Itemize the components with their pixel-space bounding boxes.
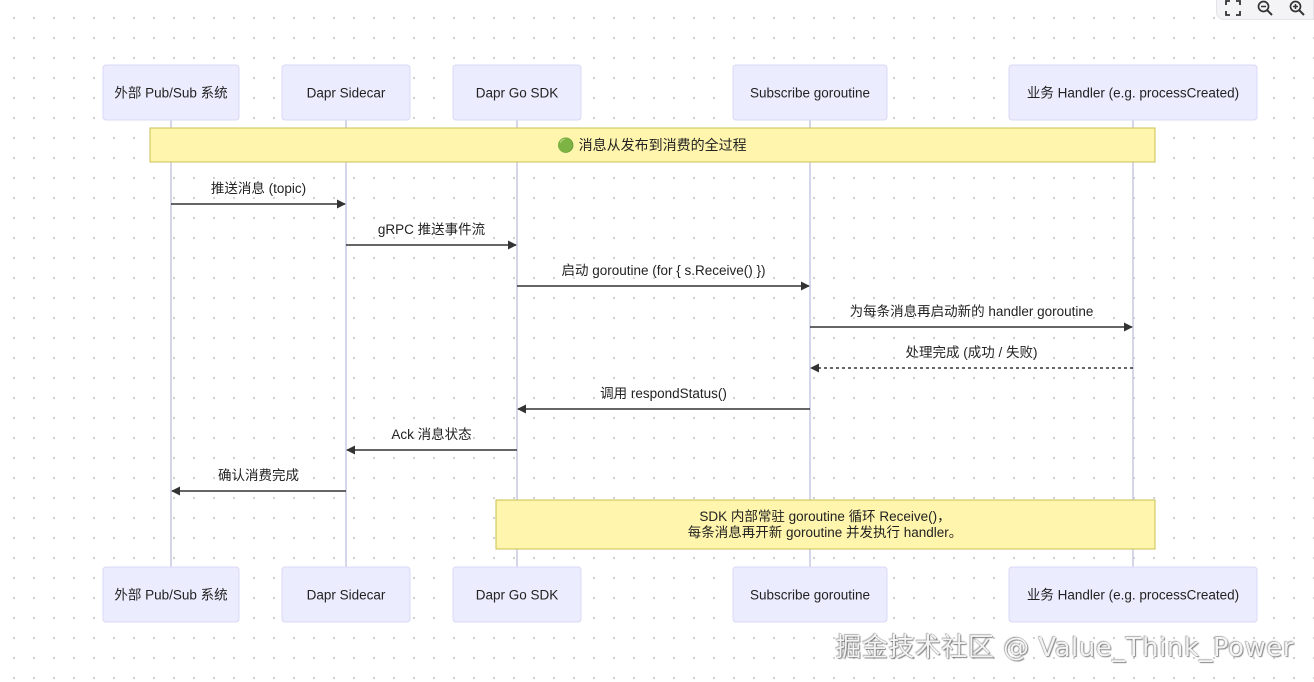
participant-box [1008,566,1258,623]
sdk-note-box [495,499,1156,550]
message-label: Ack 消息状态 [391,426,471,442]
participant-box [281,64,411,121]
message-2: gRPC 推送事件流 [346,222,517,250]
message-8: 确认消费完成 [171,468,346,496]
message-label: 为每条消息再启动新的 handler goroutine [850,303,1094,319]
process-note-text: 🟢 消息从发布到消费的全过程 [557,137,746,154]
process-note-box [149,127,1156,163]
participant-label: Subscribe goroutine [750,86,870,101]
participant-bottom-p2: Dapr Go SDK [452,566,582,623]
participant-label: Dapr Go SDK [476,86,559,101]
participant-box [1008,64,1258,121]
participant-box [102,64,240,121]
participant-bottom-p0: 外部 Pub/Sub 系统 [102,566,240,623]
participant-top-p1: Dapr Sidecar [281,64,411,121]
participant-top-p2: Dapr Go SDK [452,64,582,121]
sdk-note-line: 每条消息再开新 goroutine 并发执行 handler。 [688,524,963,540]
participant-label: Dapr Go SDK [476,588,559,603]
participant-bottom-p3: Subscribe goroutine [732,566,888,623]
process-note: 🟢 消息从发布到消费的全过程 [149,127,1156,163]
participant-bottom-p4: 业务 Handler (e.g. processCreated) [1008,566,1258,623]
message-label: gRPC 推送事件流 [378,222,486,237]
watermark: 掘金技术社区 @ Value_Think_Power [835,633,1294,663]
participant-box [732,566,888,623]
participant-label: 业务 Handler (e.g. processCreated) [1027,588,1239,603]
participant-box [732,64,888,121]
message-5: 处理完成 (成功 / 失败) [810,345,1133,373]
participant-bottom-p1: Dapr Sidecar [281,566,411,623]
message-7: Ack 消息状态 [346,426,517,455]
participant-box [452,64,582,121]
message-label: 推送消息 (topic) [211,180,306,196]
zoom-in-icon[interactable] [1286,0,1308,18]
zoom-out-icon[interactable] [1254,0,1276,18]
participant-top-p3: Subscribe goroutine [732,64,888,121]
participant-label: Dapr Sidecar [307,86,386,101]
message-label: 确认消费完成 [218,468,299,483]
message-4: 为每条消息再启动新的 handler goroutine [810,303,1133,332]
message-label: 调用 respondStatus() [600,386,727,401]
message-1: 推送消息 (topic) [171,180,346,209]
diagram-toolbar [1216,0,1314,20]
participant-box [102,566,240,623]
participant-label: 外部 Pub/Sub 系统 [114,86,227,101]
participant-label: 业务 Handler (e.g. processCreated) [1027,86,1239,101]
sdk-note-line: SDK 内部常驻 goroutine 循环 Receive()， [699,509,950,524]
participant-label: Subscribe goroutine [750,588,870,603]
message-6: 调用 respondStatus() [517,386,810,414]
participant-top-p0: 外部 Pub/Sub 系统 [102,64,240,121]
sdk-note: SDK 内部常驻 goroutine 循环 Receive()，每条消息再开新 … [495,499,1156,550]
participant-box [281,566,411,623]
message-3: 启动 goroutine (for { s.Receive() }) [517,263,810,291]
message-label: 处理完成 (成功 / 失败) [906,345,1038,360]
participant-top-p4: 业务 Handler (e.g. processCreated) [1008,64,1258,121]
fullscreen-icon[interactable] [1222,0,1244,18]
participant-label: 外部 Pub/Sub 系统 [114,588,227,603]
message-label: 启动 goroutine (for { s.Receive() }) [561,263,765,278]
participant-label: Dapr Sidecar [307,588,386,603]
participant-box [452,566,582,623]
